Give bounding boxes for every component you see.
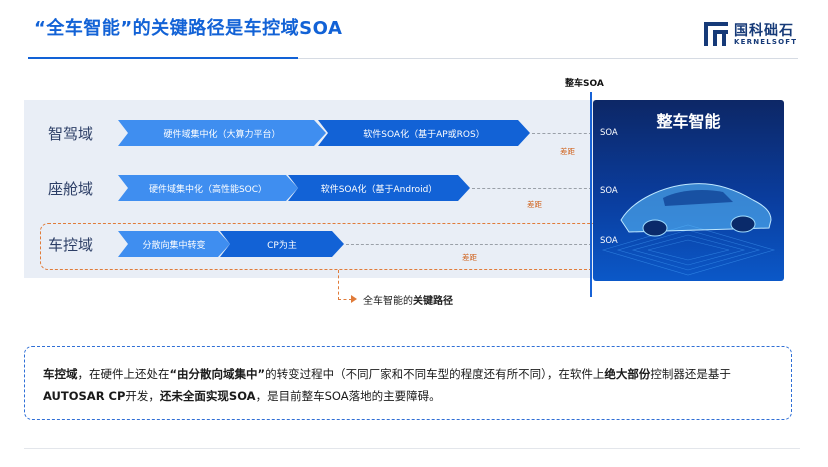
company-logo: 国科础石 KERNELSOFT bbox=[700, 18, 810, 50]
page-title: “全车智能”的关键路径是车控域SOA bbox=[34, 18, 343, 39]
row1-gap-line bbox=[532, 133, 592, 134]
key-path-arrow-icon bbox=[351, 295, 357, 303]
key-path-connector bbox=[338, 270, 339, 300]
vehicle-intelligence-title: 整车智能 bbox=[656, 112, 721, 131]
row3-soa-label: SOA bbox=[600, 236, 618, 246]
row3-stage1-label: 分散向集中转变 bbox=[142, 240, 206, 251]
whole-soa-divider-line bbox=[590, 92, 592, 297]
domain-label-adas: 智驾域 bbox=[48, 125, 94, 143]
row3-stage2-label: CP为主 bbox=[267, 240, 297, 251]
row2-stage1-arrow bbox=[118, 175, 298, 201]
row2-stage2-label: 软件SOA化（基于Android） bbox=[320, 184, 438, 195]
domain-label-cockpit: 座舱域 bbox=[48, 180, 94, 198]
row2-gap-line bbox=[472, 188, 592, 189]
summary-note-box: 车控域，在硬件上还处在“由分散向域集中”的转变过程中（不同厂家和不同车型的程度还… bbox=[24, 346, 792, 420]
row1-stage2-label: 软件SOA化（基于AP或ROS） bbox=[363, 129, 485, 140]
row1-stage1-arrow bbox=[118, 120, 326, 146]
row2-stage1-label: 硬件域集中化（高性能SOC） bbox=[148, 184, 268, 195]
row2-soa-label: SOA bbox=[600, 186, 618, 196]
logo-name-cn: 国科础石 bbox=[734, 23, 794, 39]
footer-divider bbox=[24, 448, 800, 449]
kernelsoft-logo-icon bbox=[704, 22, 728, 46]
vehicle-intelligence-panel: 整车智能 SOA SOA SOA bbox=[593, 100, 784, 281]
car-illustration bbox=[601, 183, 776, 276]
row3-stage2-arrow bbox=[220, 231, 344, 257]
whole-vehicle-soa-label: 整车SOA bbox=[565, 79, 604, 89]
row2-stage2-arrow bbox=[288, 175, 470, 201]
row1-soa-label: SOA bbox=[600, 128, 618, 138]
row1-gap-label: 差距 bbox=[560, 147, 575, 156]
row3-stage1-arrow bbox=[118, 231, 230, 257]
domain-label-vehicle-control: 车控域 bbox=[48, 236, 94, 254]
logo-name-en: KERNELSOFT bbox=[734, 38, 798, 46]
row3-gap-line bbox=[346, 244, 592, 245]
key-path-label: 全车智能的关键路径 bbox=[363, 296, 453, 307]
title-underline bbox=[28, 57, 298, 59]
row1-stage2-arrow bbox=[318, 120, 530, 146]
row1-stage1-label: 硬件域集中化（大算力平台） bbox=[163, 129, 281, 140]
row3-gap-label: 差距 bbox=[462, 253, 477, 262]
title-divider bbox=[298, 58, 798, 59]
row2-gap-label: 差距 bbox=[527, 200, 542, 209]
summary-note-text: 车控域，在硬件上还处在“由分散向域集中”的转变过程中（不同厂家和不同车型的程度还… bbox=[43, 367, 731, 403]
key-path-connector-horizontal bbox=[338, 299, 352, 300]
